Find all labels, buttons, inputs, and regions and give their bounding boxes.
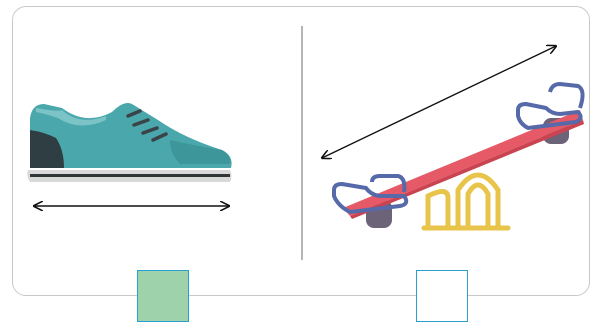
answer-box-left[interactable] bbox=[137, 270, 189, 322]
seesaw-icon bbox=[334, 84, 584, 228]
answer-box-right[interactable] bbox=[416, 270, 468, 322]
sneaker-icon bbox=[27, 103, 231, 182]
